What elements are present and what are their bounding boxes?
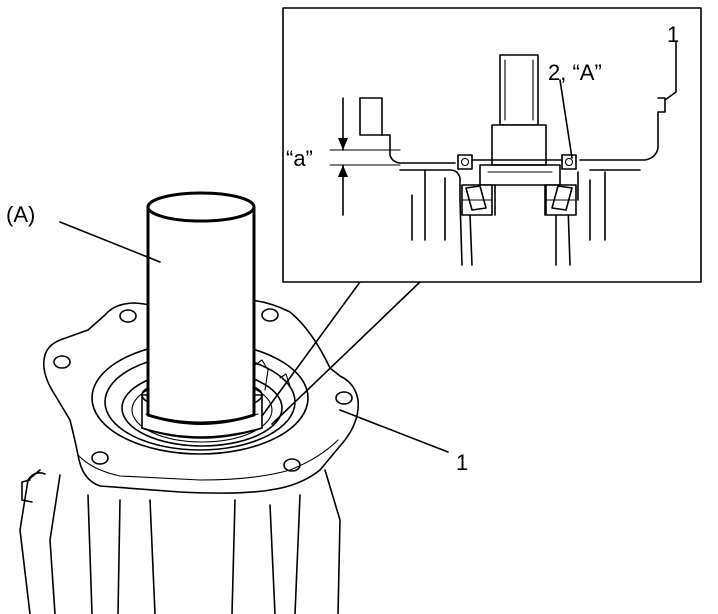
label-tool-a: (A) (6, 202, 35, 227)
installer-tool (141, 191, 263, 439)
leader-tool (59, 221, 161, 263)
leader-housing-inset (664, 41, 677, 101)
bearings (461, 184, 577, 216)
detail-inset (261, 7, 702, 425)
label-dimension-a: “a” (286, 146, 313, 171)
label-part-1: 1 (456, 450, 468, 475)
leader-seal (559, 79, 573, 159)
label-seal-2-a: 2, “A” (548, 60, 602, 85)
output-shaft (479, 54, 561, 216)
bolt-holes (53, 308, 353, 472)
label-part-1-inset: 1 (667, 22, 679, 47)
dimension-a-indicator (329, 97, 401, 216)
leader-housing (339, 409, 449, 453)
